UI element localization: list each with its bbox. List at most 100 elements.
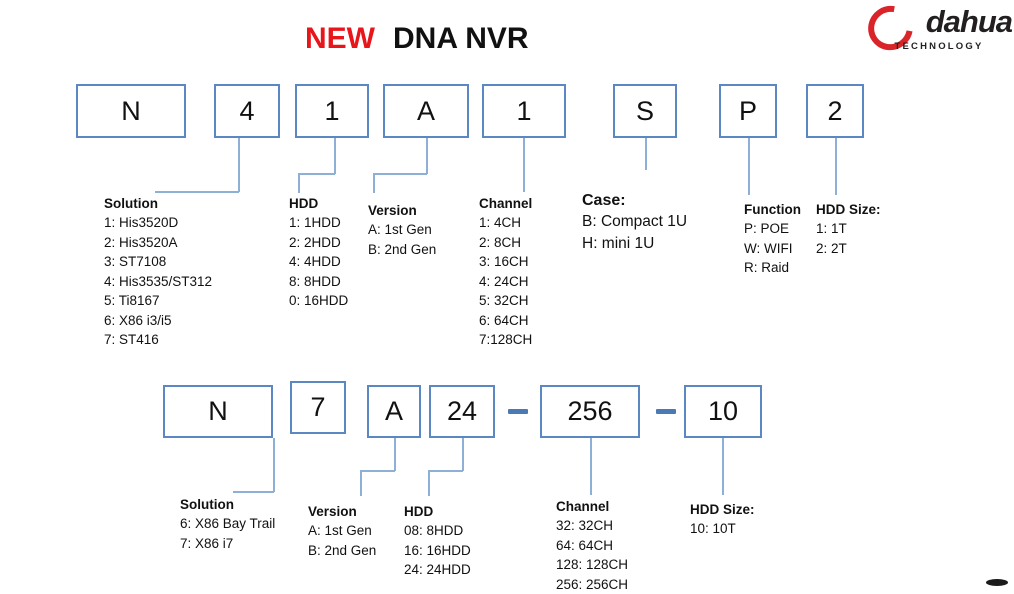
label-item: 1: 4CH <box>479 213 532 233</box>
label-item: B: Compact 1U <box>582 211 687 233</box>
connector-r2-channel-v <box>590 438 592 495</box>
label-item: 64: 64CH <box>556 536 628 556</box>
label-block-r2-version: Version A: 1st Gen B: 2nd Gen <box>308 502 376 560</box>
corner-artifact <box>986 579 1008 586</box>
label-block-r1-hdd-size: HDD Size: 1: 1T 2: 2T <box>816 200 881 258</box>
label-heading: Channel <box>556 497 628 516</box>
label-item: 10: 10T <box>690 519 755 539</box>
label-item: 1: His3520D <box>104 213 212 233</box>
code-box-r1-6[interactable]: P <box>719 84 777 138</box>
label-item: 0: 16HDD <box>289 291 348 311</box>
code-box-r1-2[interactable]: 1 <box>295 84 369 138</box>
label-item: H: mini 1U <box>582 233 687 255</box>
label-item: 7:128CH <box>479 330 532 350</box>
label-item: P: POE <box>744 219 801 239</box>
connector-r2-hdd-v2 <box>428 470 430 496</box>
code-box-r2-1[interactable]: 7 <box>290 381 346 434</box>
label-item: 2: 8CH <box>479 233 532 253</box>
connector-r1-version-v <box>426 138 428 174</box>
label-item: 2: 2HDD <box>289 233 348 253</box>
label-item: 128: 128CH <box>556 555 628 575</box>
label-item: 4: His3535/ST312 <box>104 272 212 292</box>
code-box-r1-3[interactable]: A <box>383 84 469 138</box>
label-item: 7: ST416 <box>104 330 212 350</box>
label-heading: Function <box>744 200 801 219</box>
connector-r1-hdd-v2 <box>298 173 300 193</box>
label-item: 4: 24CH <box>479 272 532 292</box>
connector-r1-hddsize-v <box>835 138 837 195</box>
label-item: B: 2nd Gen <box>308 541 376 561</box>
label-heading: Solution <box>104 194 212 213</box>
label-heading: HDD <box>289 194 348 213</box>
connector-r2-version-h <box>360 470 395 472</box>
label-item: 3: 16CH <box>479 252 532 272</box>
label-item: R: Raid <box>744 258 801 278</box>
code-box-r1-7[interactable]: 2 <box>806 84 864 138</box>
label-block-r1-version: Version A: 1st Gen B: 2nd Gen <box>368 201 436 259</box>
label-block-r1-hdd: HDD 1: 1HDD 2: 2HDD 4: 4HDD 8: 8HDD 0: 1… <box>289 194 348 311</box>
connector-r2-solution-h <box>233 491 274 493</box>
connector-r1-version-v2 <box>373 173 375 193</box>
label-heading: Version <box>308 502 376 521</box>
label-item: 5: Ti8167 <box>104 291 212 311</box>
label-item: 6: 64CH <box>479 311 532 331</box>
label-item: 8: 8HDD <box>289 272 348 292</box>
connector-r1-hdd-v <box>334 138 336 174</box>
dahua-logo: dahua TECHNOLOGY <box>866 4 1012 56</box>
connector-r2-hddsize-v <box>722 438 724 495</box>
title-main-text: DNA NVR <box>393 22 529 55</box>
label-block-r1-function: Function P: POE W: WIFI R: Raid <box>744 200 801 278</box>
label-block-r2-solution: Solution 6: X86 Bay Trail 7: X86 i7 <box>180 495 275 553</box>
label-heading: Case: <box>582 190 687 211</box>
code-box-r1-4[interactable]: 1 <box>482 84 566 138</box>
connector-r1-solution-v <box>238 138 240 192</box>
separator-dash-1 <box>508 409 528 414</box>
label-item: 24: 24HDD <box>404 560 471 580</box>
label-item: 16: 16HDD <box>404 541 471 561</box>
label-item: B: 2nd Gen <box>368 240 436 260</box>
label-block-r1-case: Case: B: Compact 1U H: mini 1U <box>582 190 687 255</box>
connector-r2-version-v <box>394 438 396 471</box>
code-box-r2-4[interactable]: 256 <box>540 385 640 438</box>
label-item: A: 1st Gen <box>308 521 376 541</box>
label-heading: HDD Size: <box>690 500 755 519</box>
code-box-r1-1[interactable]: 4 <box>214 84 280 138</box>
code-box-r2-5[interactable]: 10 <box>684 385 762 438</box>
code-box-r2-3[interactable]: 24 <box>429 385 495 438</box>
connector-r2-hdd-v <box>462 438 464 471</box>
label-item: 5: 32CH <box>479 291 532 311</box>
label-block-r2-channel: Channel 32: 32CH 64: 64CH 128: 128CH 256… <box>556 497 628 594</box>
connector-r1-case-v <box>645 138 647 170</box>
label-item: 08: 8HDD <box>404 521 471 541</box>
connector-r1-version-h <box>373 173 427 175</box>
connector-r1-hdd-h <box>298 173 335 175</box>
label-item: 1: 1T <box>816 219 881 239</box>
title-new-badge: NEW <box>305 22 375 55</box>
label-item: 2: His3520A <box>104 233 212 253</box>
separator-dash-2 <box>656 409 676 414</box>
label-block-r1-channel: Channel 1: 4CH 2: 8CH 3: 16CH 4: 24CH 5:… <box>479 194 532 350</box>
label-heading: Channel <box>479 194 532 213</box>
label-heading: Version <box>368 201 436 220</box>
label-item: 32: 32CH <box>556 516 628 536</box>
label-item: 1: 1HDD <box>289 213 348 233</box>
label-item: 2: 2T <box>816 239 881 259</box>
label-item: A: 1st Gen <box>368 220 436 240</box>
connector-r2-version-v2 <box>360 470 362 496</box>
label-heading: HDD <box>404 502 471 521</box>
page-title: NEW DNA NVR <box>305 22 529 56</box>
label-item: 256: 256CH <box>556 575 628 594</box>
label-item: 3: ST7108 <box>104 252 212 272</box>
label-block-r2-hdd: HDD 08: 8HDD 16: 16HDD 24: 24HDD <box>404 502 471 580</box>
code-box-r2-2[interactable]: A <box>367 385 421 438</box>
connector-r1-channel-v <box>523 138 525 192</box>
code-box-r1-5[interactable]: S <box>613 84 677 138</box>
label-item: 6: X86 Bay Trail <box>180 514 275 534</box>
label-heading: Solution <box>180 495 275 514</box>
connector-r1-function-v <box>748 138 750 195</box>
code-box-r2-0[interactable]: N <box>163 385 273 438</box>
code-box-r1-0[interactable]: N <box>76 84 186 138</box>
label-heading: HDD Size: <box>816 200 881 219</box>
label-block-r2-hdd-size: HDD Size: 10: 10T <box>690 500 755 539</box>
connector-r2-solution-v <box>273 438 275 492</box>
